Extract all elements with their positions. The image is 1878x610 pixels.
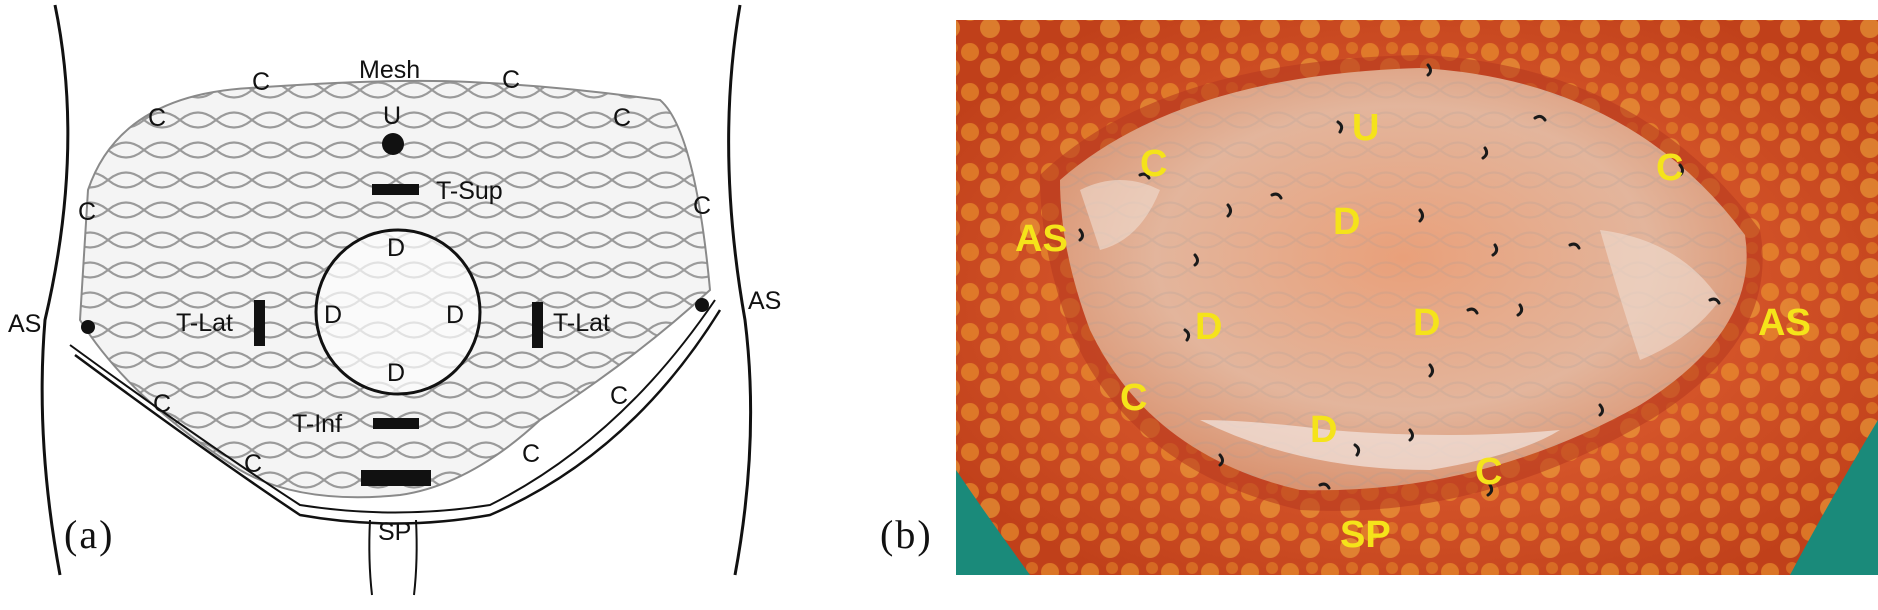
t-lat-right-bar (532, 302, 543, 348)
photo-mesh-highlight (1600, 230, 1720, 360)
photo-label-c-left: C (1120, 377, 1147, 419)
leg-outline-right (413, 519, 418, 596)
photo-label-d-right: D (1413, 302, 1440, 344)
d-top-label: D (387, 234, 405, 262)
photo-mesh-highlight (1200, 420, 1560, 470)
surgical-drape-left (956, 470, 1030, 575)
photo-label-u: U (1352, 107, 1379, 149)
photo-label-d-left: D (1195, 306, 1222, 348)
c-label: C (522, 440, 540, 468)
c-label: C (610, 382, 628, 410)
c-label: C (244, 450, 262, 478)
umbilicus-dot (382, 133, 404, 155)
panel-a-caption: (a) (64, 512, 114, 557)
t-inf-label: T-Inf (292, 410, 342, 438)
as-right-label: AS (748, 287, 781, 315)
surgical-drape-right (1790, 420, 1878, 575)
leg-outline-left (368, 519, 373, 596)
t-lat-right-label: T-Lat (553, 309, 610, 337)
c-label: C (153, 390, 171, 418)
t-lat-left-bar (254, 300, 265, 346)
t-inf-bar (373, 418, 419, 429)
photo-label-c-top-right: C (1656, 147, 1683, 189)
body-outline-left (40, 4, 70, 576)
sp-label: SP (378, 518, 411, 546)
u-label: U (383, 102, 401, 130)
c-label: C (502, 66, 520, 94)
c-label: C (613, 104, 631, 132)
photo-label-c-bottom: C (1475, 451, 1502, 493)
as-dot-left (81, 320, 95, 334)
photo-mesh-highlight (1080, 180, 1160, 250)
pubic-arc-inner (69, 299, 716, 514)
d-right-label: D (446, 301, 464, 329)
pubic-arc-outer (74, 309, 722, 525)
photo-label-sp: SP (1340, 514, 1391, 556)
photo-label-d-bottom: D (1310, 409, 1337, 451)
mesh-label: Mesh (359, 56, 420, 84)
photo-mesh-texture (1060, 68, 1747, 491)
photo-label-as-right: AS (1758, 302, 1811, 344)
c-label: C (78, 198, 96, 226)
c-label: C (148, 104, 166, 132)
panel-a-diagram: Mesh U T-Sup T-Lat T-Lat T-Inf D D D D A… (8, 4, 781, 596)
mesh-border (78, 79, 712, 499)
as-left-label: AS (8, 310, 41, 338)
body-outline-right (727, 4, 753, 576)
d-left-label: D (324, 301, 342, 329)
t-sup-bar (372, 184, 419, 195)
photo-label-c-top-left: C (1140, 143, 1167, 185)
photo-label-as-left: AS (1015, 218, 1068, 260)
t-sup-label: T-Sup (436, 177, 503, 205)
c-label: C (693, 192, 711, 220)
t-lat-left-label: T-Lat (176, 309, 233, 337)
panel-b-photo: (b) U C C AS D D D (880, 20, 1878, 575)
sp-bar (361, 470, 431, 486)
sutures (1078, 63, 1721, 497)
c-label: C (252, 68, 270, 96)
as-dot-right (695, 298, 709, 312)
d-bottom-label: D (387, 359, 405, 387)
defect-mesh-pattern (318, 232, 478, 392)
panel-b-caption: (b) (880, 512, 933, 557)
photo-label-d-top: D (1333, 201, 1360, 243)
